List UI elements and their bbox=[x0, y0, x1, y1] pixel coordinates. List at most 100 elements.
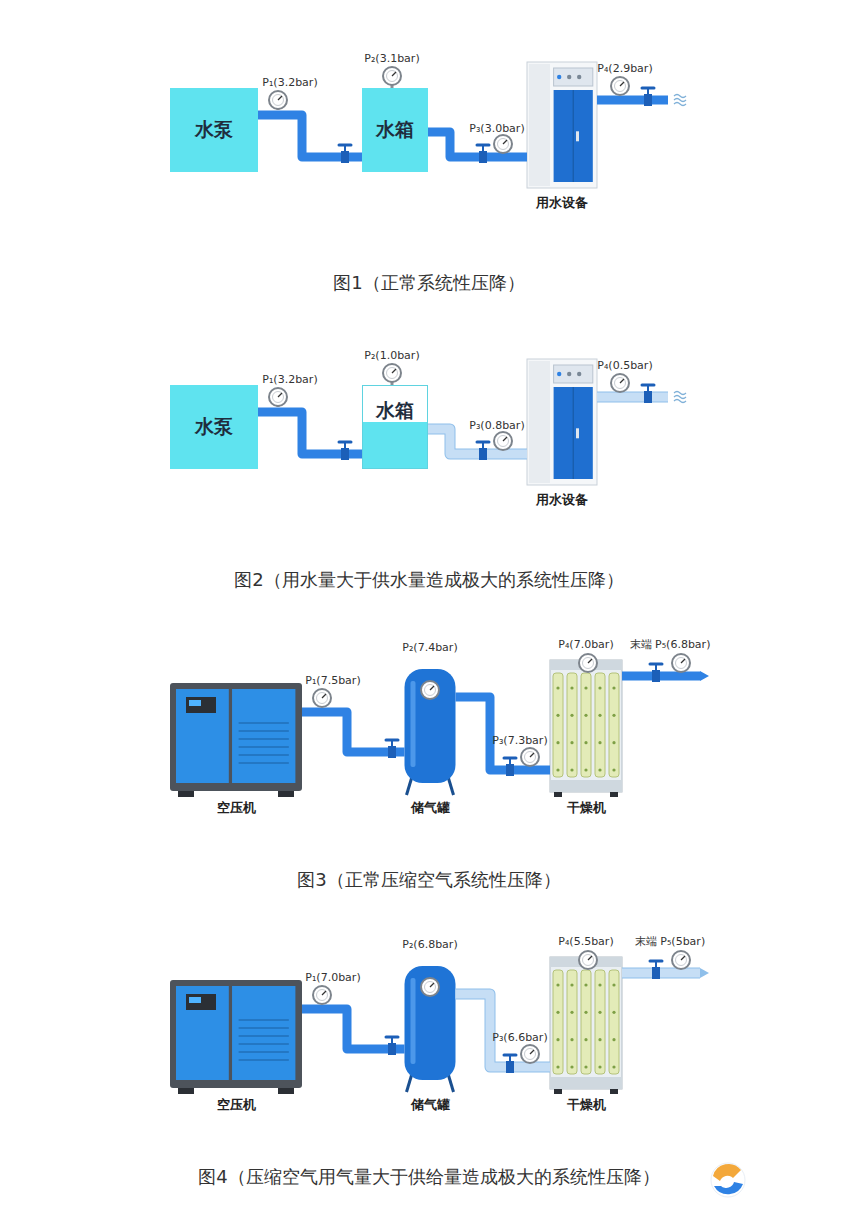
fittings bbox=[269, 67, 745, 1197]
valve-symbol bbox=[650, 664, 662, 682]
gauge-reading: P₁(7.0bar) bbox=[305, 971, 360, 984]
pressure-gauge bbox=[383, 67, 401, 88]
pressure-gauge bbox=[383, 364, 401, 385]
pipe-connector bbox=[258, 412, 362, 454]
equipment-node: 空压机 bbox=[170, 980, 302, 1114]
equipment-node: 用水设备 bbox=[527, 359, 597, 509]
valve-symbol bbox=[339, 442, 351, 460]
figure-caption: 图3（正常压缩空气系统性压降） bbox=[297, 868, 560, 892]
gauge-reading: P₄(0.5bar) bbox=[597, 359, 652, 372]
node-label: 水箱 bbox=[376, 117, 414, 143]
flow-arrow bbox=[700, 671, 709, 681]
node-label: 干燥机 bbox=[567, 799, 606, 817]
cabinet-illustration bbox=[527, 62, 597, 188]
node-label: 干燥机 bbox=[567, 1096, 606, 1114]
valve-symbol bbox=[642, 88, 654, 106]
gauge-reading: P₂(1.0bar) bbox=[364, 349, 419, 362]
pressure-gauge bbox=[521, 1045, 539, 1063]
outlet-pipe bbox=[622, 672, 700, 681]
pipe-outline bbox=[456, 994, 551, 1067]
pressure-gauge bbox=[611, 77, 629, 95]
equipment-node: 空压机 bbox=[170, 683, 302, 817]
node-label: 空压机 bbox=[217, 799, 256, 817]
figure-caption: 图1（正常系统性压降） bbox=[333, 271, 524, 295]
pipe-connector bbox=[258, 115, 362, 157]
equipment-node: 储气罐 bbox=[405, 665, 456, 817]
pressure-gauge bbox=[521, 748, 539, 766]
pressure-gauge bbox=[672, 951, 690, 969]
process-box: 水泵 bbox=[170, 385, 258, 469]
outlet-pipe bbox=[622, 969, 700, 978]
gauge-reading: P₃(0.8bar) bbox=[469, 419, 524, 432]
pressure-gauge bbox=[494, 135, 512, 153]
pressure-gauge bbox=[269, 388, 287, 407]
equipment-node: 干燥机 bbox=[550, 655, 622, 817]
flow-arrow bbox=[700, 968, 709, 978]
cabinet-illustration bbox=[527, 359, 597, 485]
gauge-reading: P₁(3.2bar) bbox=[262, 373, 317, 386]
air-compressor-illustration bbox=[170, 980, 302, 1094]
gauge-reading: P₄(7.0bar) bbox=[558, 638, 613, 651]
connectors bbox=[258, 115, 550, 1067]
valve-symbol bbox=[504, 758, 516, 776]
node-label: 储气罐 bbox=[411, 1096, 450, 1114]
gauge-reading: P₄(5.5bar) bbox=[558, 935, 613, 948]
gauge-reading: P₃(3.0bar) bbox=[469, 122, 524, 135]
equipment-node: 干燥机 bbox=[550, 952, 622, 1114]
valve-symbol bbox=[339, 145, 351, 163]
gauge-reading: P₄(2.9bar) bbox=[597, 62, 652, 75]
pressure-gauge bbox=[579, 951, 597, 969]
valve-symbol bbox=[477, 442, 489, 460]
equipment-node: 用水设备 bbox=[527, 62, 597, 212]
dryer-illustration bbox=[550, 957, 622, 1094]
outlet-pipe bbox=[622, 968, 700, 979]
valve-symbol bbox=[650, 961, 662, 979]
pressure-gauge bbox=[672, 654, 690, 672]
pipe-connector bbox=[428, 132, 527, 157]
pressure-gauge bbox=[313, 689, 331, 707]
node-label: 水泵 bbox=[195, 117, 233, 143]
gauge-reading: P₃(6.6bar) bbox=[492, 1031, 547, 1044]
equipment-node: 储气罐 bbox=[405, 962, 456, 1114]
process-box: 水泵 bbox=[170, 88, 258, 172]
valve-symbol bbox=[642, 385, 654, 403]
pipe-connector bbox=[456, 994, 551, 1067]
gauge-reading: P₁(7.5bar) bbox=[305, 674, 360, 687]
watermark-logo bbox=[711, 1163, 745, 1197]
pressure-gauge bbox=[494, 432, 512, 450]
dryer-illustration bbox=[550, 660, 622, 797]
valve-symbol bbox=[386, 740, 398, 758]
node-label: 水泵 bbox=[195, 414, 233, 440]
figure-caption: 图2（用水量大于供水量造成极大的系统性压降） bbox=[234, 568, 623, 592]
gauge-reading: P₂(7.4bar) bbox=[402, 641, 457, 654]
pipe-connector bbox=[456, 697, 551, 770]
water-outflow bbox=[674, 95, 686, 106]
node-label: 用水设备 bbox=[536, 194, 588, 212]
process-box: 水箱 bbox=[362, 88, 428, 172]
air-tank-illustration bbox=[405, 669, 456, 795]
pressure-gauge bbox=[421, 681, 439, 699]
pressure-gauge bbox=[313, 986, 331, 1004]
gauge-reading: 末端 P₅(6.8bar) bbox=[630, 637, 711, 652]
gauge-reading: P₂(3.1bar) bbox=[364, 52, 419, 65]
pipe-connector bbox=[428, 429, 527, 454]
pipe-outline bbox=[428, 429, 527, 454]
pressure-gauge bbox=[269, 91, 287, 110]
water-outflow bbox=[674, 392, 686, 403]
outlet-pipe bbox=[597, 96, 668, 105]
pressure-gauge bbox=[611, 374, 629, 392]
node-label: 用水设备 bbox=[536, 491, 588, 509]
gauge-reading: P₃(7.3bar) bbox=[492, 734, 547, 747]
node-label: 空压机 bbox=[217, 1096, 256, 1114]
valve-symbol bbox=[386, 1037, 398, 1055]
pressure-gauge bbox=[579, 654, 597, 672]
valve-symbol bbox=[477, 145, 489, 163]
figure-caption: 图4（压缩空气用气量大于供给量造成极大的系统性压降） bbox=[198, 1165, 659, 1189]
gauge-reading: P₂(6.8bar) bbox=[402, 938, 457, 951]
air-compressor-illustration bbox=[170, 683, 302, 797]
node-label: 储气罐 bbox=[411, 799, 450, 817]
outlet-pipe bbox=[597, 393, 668, 402]
